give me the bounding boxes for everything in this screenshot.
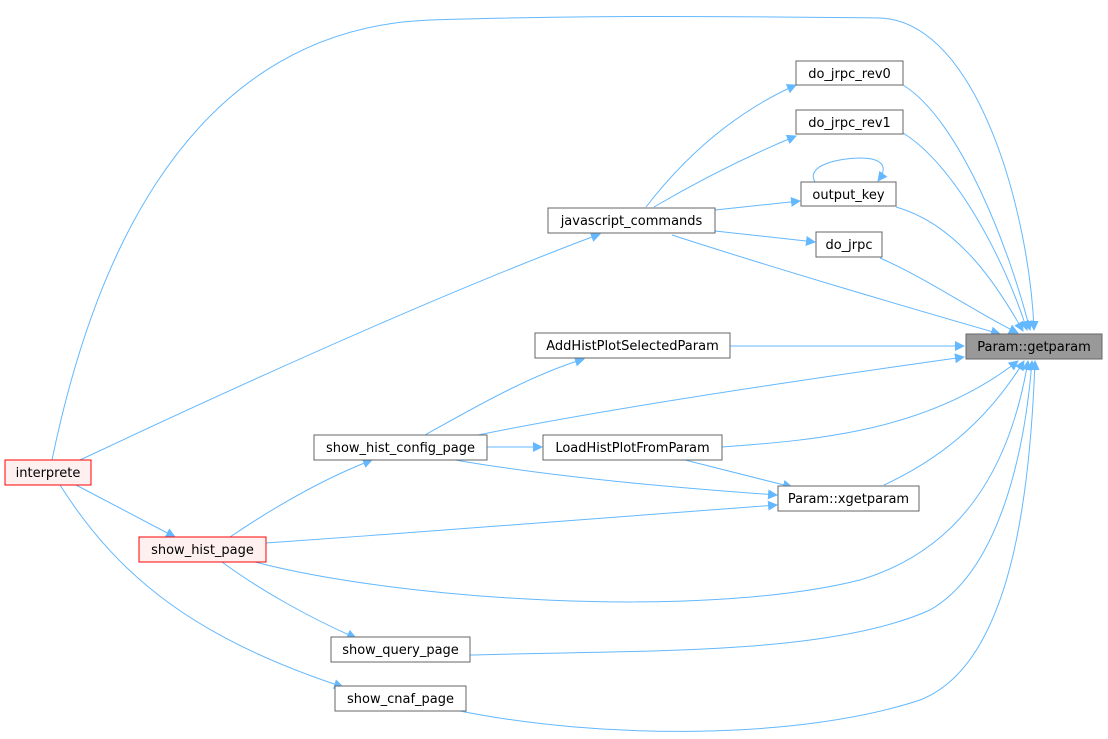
edge-do-jrpc-getparam [879,257,1019,334]
edge-show-cnaf-page-getparam [454,360,1040,732]
node-show-hist-page-label: show_hist_page [151,543,254,558]
node-addhistplotselectedparam[interactable]: AddHistPlotSelectedParam [534,332,731,359]
edge-interprete-javascript-commands [79,232,601,461]
node-layer: Param::getparam do_jrpc_rev0 do_jrpc_rev… [4,60,1103,712]
edge-show-hist-page-show-query-page [221,561,357,639]
edge-show-hist-page-getparam [254,360,1032,603]
node-do-jrpc-label: do_jrpc [825,238,872,253]
edge-loadhistplot-xgetparam [684,459,793,490]
edge-show-hist-config-addhistplot [424,356,585,436]
node-show-cnaf-page-label: show_cnaf_page [347,692,454,707]
node-xgetparam-label: Param::xgetparam [788,492,909,507]
edge-javascript-commands-do-jrpc [714,230,816,246]
node-getparam-label: Param::getparam [977,340,1091,355]
node-interprete-label: interprete [16,466,81,481]
edge-output-key-getparam [895,206,1024,332]
node-javascript-commands-label: javascript_commands [560,214,703,229]
edge-show-query-page-getparam [469,360,1037,656]
edge-show-hist-config-getparam [477,353,965,436]
node-loadhistplotfromparam[interactable]: LoadHistPlotFromParam [542,434,723,461]
edge-javascript-commands-do-jrpc-rev1 [653,134,797,208]
node-getparam[interactable]: Param::getparam [965,333,1103,360]
node-show-query-page[interactable]: show_query_page [330,636,471,663]
edge-javascript-commands-getparam [671,234,1001,337]
node-show-hist-page[interactable]: show_hist_page [138,536,267,563]
edge-interprete-show-cnaf-page [59,484,344,689]
node-show-cnaf-page[interactable]: show_cnaf_page [334,685,467,712]
node-do-jrpc-rev1[interactable]: do_jrpc_rev1 [795,109,904,135]
edge-layer [51,16,1040,732]
node-xgetparam[interactable]: Param::xgetparam [777,485,920,512]
node-javascript-commands[interactable]: javascript_commands [547,207,716,234]
edge-do-jrpc-rev1-getparam [902,132,1030,331]
node-interprete[interactable]: interprete [4,459,92,486]
edge-do-jrpc-rev0-getparam [902,84,1033,331]
edge-javascript-commands-do-jrpc-rev0 [645,84,797,208]
node-show-hist-config-page-label: show_hist_config_page [326,441,475,456]
edge-show-hist-page-xgetparam [265,500,778,544]
node-loadhistplotfromparam-label: LoadHistPlotFromParam [555,441,709,456]
node-output-key[interactable]: output_key [800,181,897,207]
node-do-jrpc-rev0-label: do_jrpc_rev0 [808,67,891,82]
node-output-key-label: output_key [812,188,884,203]
edge-loadhistplot-getparam [721,360,1019,448]
edge-interprete-show-hist-page [75,484,176,538]
node-do-jrpc-rev1-label: do_jrpc_rev1 [808,116,891,131]
edge-show-hist-config-xgetparam [454,459,778,500]
node-addhistplotselectedparam-label: AddHistPlotSelectedParam [546,339,718,354]
node-show-query-page-label: show_query_page [342,643,459,658]
edge-interprete-getparam [51,16,1039,461]
edge-output-key-self [812,157,888,183]
node-show-hist-config-page[interactable]: show_hist_config_page [313,434,488,461]
node-do-jrpc-rev0[interactable]: do_jrpc_rev0 [795,60,904,86]
edge-javascript-commands-output-key [714,196,801,211]
edge-show-hist-page-show-hist-config [229,458,373,538]
edge-xgetparam-getparam [883,360,1025,486]
node-do-jrpc[interactable]: do_jrpc [815,231,883,258]
